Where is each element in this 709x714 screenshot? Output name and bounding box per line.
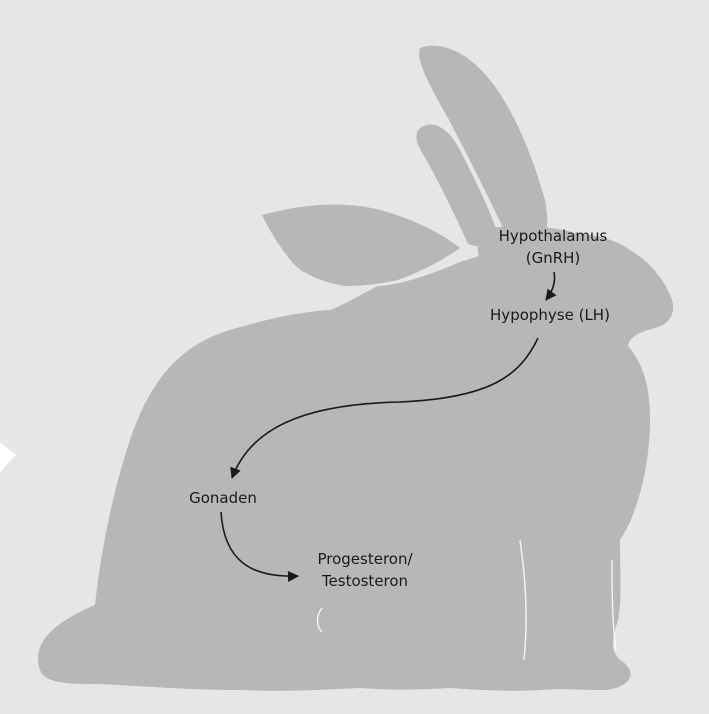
rabbit-silhouette-icon bbox=[38, 46, 673, 691]
label-gnrh: (GnRH) bbox=[503, 247, 603, 269]
edge-notch bbox=[0, 442, 16, 472]
label-gonaden: Gonaden bbox=[168, 487, 278, 509]
label-hypothalamus: Hypothalamus bbox=[478, 225, 628, 247]
label-progesteron: Progesteron/ bbox=[300, 548, 430, 570]
label-hypophyse: Hypophyse (LH) bbox=[470, 304, 630, 326]
label-testosteron: Testosteron bbox=[300, 570, 430, 592]
